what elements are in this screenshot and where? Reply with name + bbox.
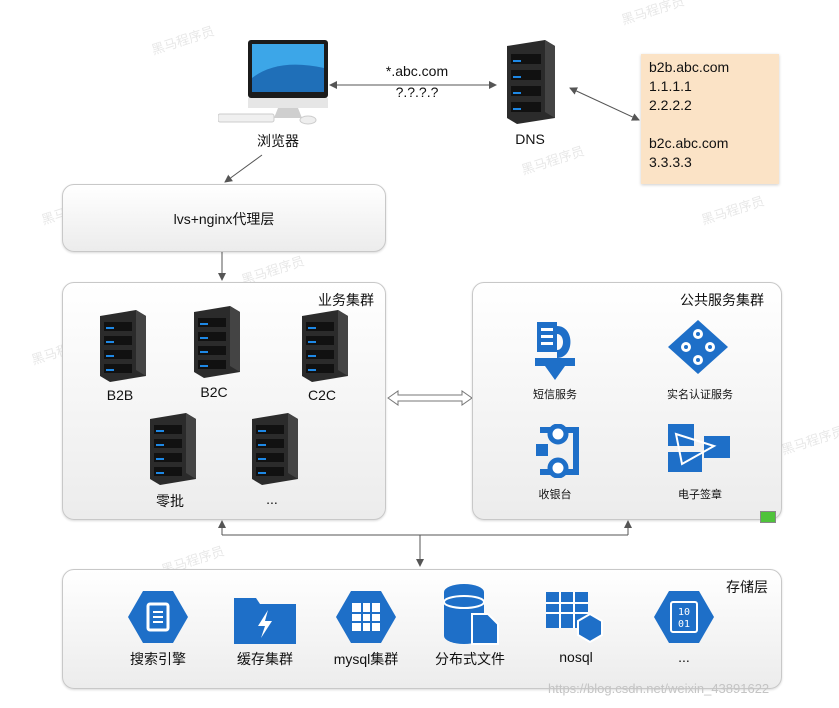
svg-text:10: 10 <box>678 607 690 618</box>
request-ip: ?.?.?.? <box>395 84 439 100</box>
verification-icon <box>666 318 730 381</box>
request-domain: *.abc.com <box>385 63 449 79</box>
service-label-cashier: 收银台 <box>538 489 572 501</box>
search-engine-icon <box>128 589 188 650</box>
dns-record: 2.2.2.2 <box>649 97 692 113</box>
source-watermark: https://blog.csdn.net/weixin_43891622 <box>548 681 770 696</box>
server-label-c2c: C2C <box>307 387 336 403</box>
dns-label: DNS <box>515 131 545 147</box>
storage-label-cache: 缓存集群 <box>237 651 293 667</box>
dns-records-note: b2b.abc.com 1.1.1.1 2.2.2.2 b2c.abc.com … <box>641 54 779 184</box>
svg-text:01: 01 <box>678 619 690 630</box>
service-label-e-signature: 电子签章 <box>678 489 722 501</box>
distributed-file-icon <box>440 582 500 651</box>
server-icon <box>244 413 298 485</box>
mysql-grid-icon <box>336 589 396 650</box>
proxy-layer-label: lvs+nginx代理层 <box>173 211 275 227</box>
server-icon <box>186 306 240 378</box>
server-icon <box>92 310 146 382</box>
storage-layer-title: 存储层 <box>726 579 768 595</box>
server-label-lingpi: 零批 <box>156 493 184 509</box>
status-indicator-icon <box>760 511 776 523</box>
business-cluster-title: 业务集群 <box>318 292 374 308</box>
server-label-b2c: B2C <box>200 384 228 400</box>
nosql-icon <box>546 590 606 651</box>
dns-record <box>649 115 771 134</box>
storage-label-mysql: mysql集群 <box>333 651 399 667</box>
server-icon <box>294 310 348 382</box>
dns-record: b2c.abc.com <box>649 135 729 151</box>
storage-label-dfs: 分布式文件 <box>435 651 505 667</box>
storage-label-more: ... <box>678 649 690 665</box>
binary-data-icon: 10 01 <box>654 589 714 650</box>
e-signature-icon <box>666 422 732 481</box>
cache-folder-icon <box>234 594 296 649</box>
server-label-b2b: B2B <box>106 387 134 403</box>
dns-record: 1.1.1.1 <box>649 78 692 94</box>
desktop-computer-icon <box>217 38 330 133</box>
cashier-icon <box>528 423 588 483</box>
storage-label-nosql: nosql <box>559 649 593 665</box>
dns-server-icon <box>497 40 557 129</box>
public-service-cluster-title: 公共服务集群 <box>680 292 764 308</box>
browser-label: 浏览器 <box>257 133 299 149</box>
dns-record: b2b.abc.com <box>649 59 730 75</box>
sms-icon <box>531 318 579 385</box>
storage-label-search: 搜索引擎 <box>130 651 186 667</box>
service-label-sms: 短信服务 <box>533 389 577 401</box>
service-label-verification: 实名认证服务 <box>667 389 733 401</box>
public-service-cluster-box <box>472 282 782 520</box>
dns-record: 3.3.3.3 <box>649 154 692 170</box>
server-label-more: ... <box>266 491 278 507</box>
proxy-layer-box <box>62 184 386 252</box>
server-icon <box>142 413 196 485</box>
